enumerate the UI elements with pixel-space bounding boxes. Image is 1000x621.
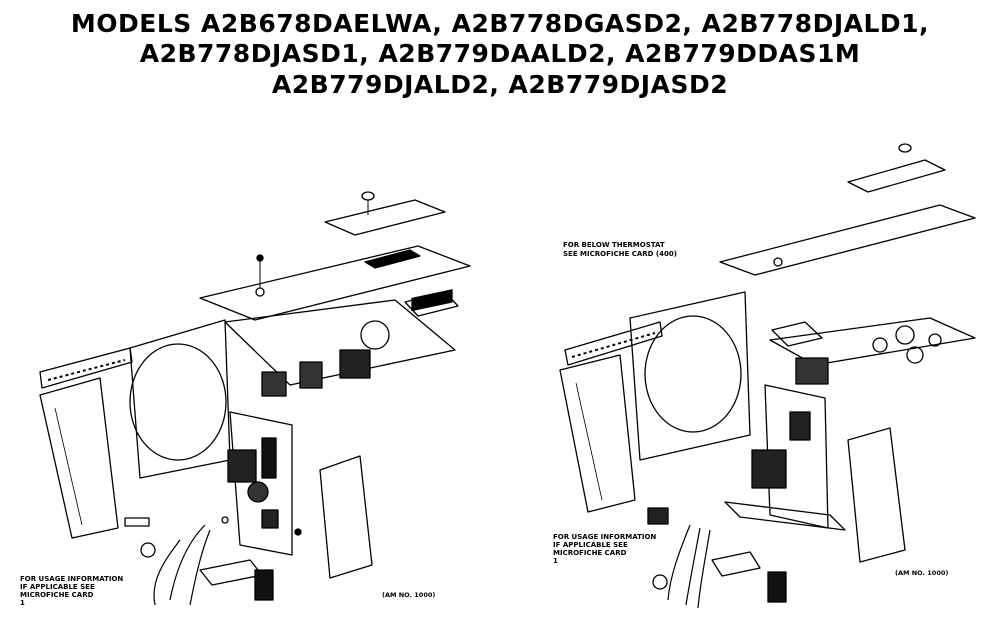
right-access-cover	[847, 427, 906, 563]
right-caption: (AM NO. 1000)	[895, 569, 948, 577]
right-small-plate	[771, 321, 823, 347]
left-usage-note-line-1: FOR USAGE INFORMATION	[20, 575, 123, 583]
left-capacitor	[339, 349, 371, 379]
right-base-bracket	[711, 551, 761, 577]
right-capacitor	[789, 411, 811, 441]
left-front-chassis	[229, 411, 293, 556]
left-contactor	[227, 449, 257, 483]
right-long-panel	[719, 204, 976, 276]
page-title-line-3: A2B779DJALD2, A2B779DJASD2	[271, 70, 729, 99]
left-base-bracket	[199, 559, 263, 586]
left-control-panel	[199, 245, 471, 321]
right-fan-opening	[644, 315, 742, 433]
right-usage-note-line-4: 1	[553, 557, 558, 565]
left-fan-opening	[129, 343, 227, 461]
right-top-plate	[847, 159, 946, 193]
left-relay-2	[261, 371, 287, 397]
page-title-line-1: MODELS A2B678DAELWA, A2B778DGASD2, A2B77…	[70, 9, 930, 38]
right-usage-note-line-3: MICROFICHE CARD	[553, 549, 627, 557]
right-usage-note-line-1: FOR USAGE INFORMATION	[553, 533, 656, 541]
left-access-cover	[319, 455, 373, 579]
right-control-board	[769, 317, 976, 366]
right-side-panel	[559, 354, 636, 513]
left-wire-harness	[153, 524, 211, 606]
right-fan-shroud	[629, 291, 751, 461]
left-bracket-clip	[254, 569, 274, 601]
right-base-tray	[724, 501, 846, 531]
right-thermostat-note-line-2: SEE MICROFICHE CARD (400)	[563, 250, 677, 258]
left-usage-note-line-4: 1	[20, 599, 25, 607]
left-usage-note: FOR USAGE INFORMATION IF APPLICABLE SEE …	[20, 575, 123, 607]
left-assembly	[39, 191, 471, 606]
right-thermostat-note: FOR BELOW THERMOSTAT SEE MICROFICHE CARD…	[563, 241, 677, 258]
left-relay-1	[299, 361, 323, 389]
page-title-line-2: A2B778DJASD1, A2B779DAALD2, A2B779DDAS1M	[139, 39, 861, 68]
left-usage-note-line-3: MICROFICHE CARD	[20, 591, 94, 599]
right-bracket-clip	[767, 571, 787, 603]
right-contactor	[751, 449, 787, 489]
left-usage-note-line-2: IF APPLICABLE SEE	[20, 583, 95, 591]
right-grille-strip	[564, 321, 663, 366]
right-wire-harness	[667, 524, 711, 609]
right-usage-note-line-2: IF APPLICABLE SEE	[553, 541, 628, 549]
right-usage-note: FOR USAGE INFORMATION IF APPLICABLE SEE …	[553, 533, 656, 565]
left-top-knob	[361, 191, 375, 201]
left-grille-strip	[39, 347, 133, 389]
left-caption: (AM NO. 1000)	[382, 591, 435, 599]
right-thermostat-note-line-1: FOR BELOW THERMOSTAT	[563, 241, 665, 249]
left-chassis	[224, 299, 456, 386]
left-side-panel	[39, 377, 119, 539]
left-switch-block	[364, 249, 421, 269]
right-assembly	[559, 143, 976, 609]
left-top-plate	[324, 199, 446, 236]
